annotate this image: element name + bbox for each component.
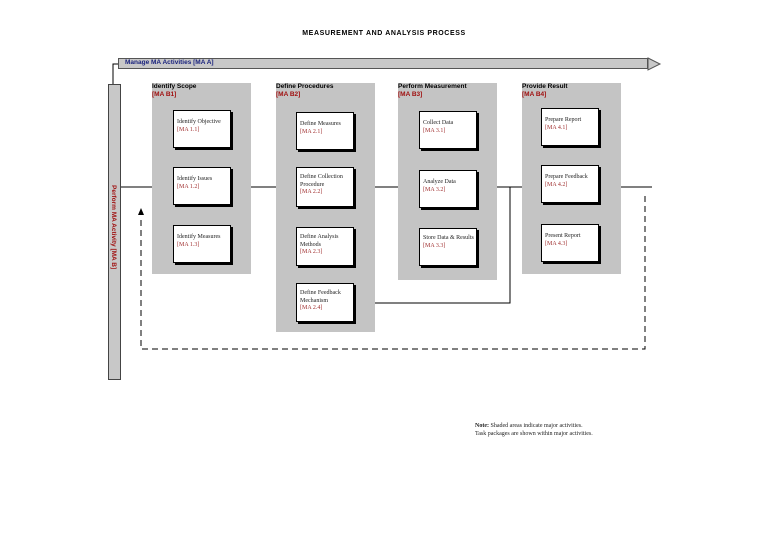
activity-name: Perform Measurement [398, 83, 467, 90]
note-line: Task packages are shown within major act… [475, 431, 593, 437]
task-box: Identify Objective[MA 1.1] [173, 110, 231, 148]
task-box: Collect Data[MA 3.1] [419, 111, 477, 149]
task-name: Identify Objective [177, 119, 221, 125]
feedback-line [353, 187, 511, 304]
manage-activities-bar: Manage MA Activities [MA A] [118, 58, 648, 69]
task-name: Define Feedback Mechanism [300, 290, 341, 304]
activity-name: Define Procedures [276, 83, 334, 90]
task-code: [MA 1.1] [177, 126, 200, 133]
task-name: Prepare Report [545, 117, 582, 123]
task-name: Collect Data [423, 120, 454, 126]
task-box: Analyze Data[MA 3.2] [419, 170, 477, 208]
activity-name: Identify Scope [152, 83, 197, 90]
task-code: [MA 2.4] [300, 305, 323, 311]
task-box: Prepare Report[MA 4.1] [541, 108, 599, 146]
activity-code: [MA B4] [522, 91, 547, 98]
legend-note: Note: Shaded areas indicate major activi… [475, 422, 593, 438]
task-name: Identify Measures [177, 234, 221, 240]
task-code: [MA 2.2] [300, 189, 323, 195]
task-code: [MA 2.3] [300, 249, 323, 255]
note-label: Note: [475, 423, 489, 429]
task-code: [MA 2.1] [300, 128, 323, 135]
task-box: Identify Issues[MA 1.2] [173, 167, 231, 205]
task-name: Define Analysis Methods [300, 234, 339, 248]
manage-arrow-head [647, 57, 662, 71]
task-name: Define Measures [300, 121, 341, 127]
activity-code: [MA B3] [398, 91, 423, 98]
task-box: Identify Measures[MA 1.3] [173, 225, 231, 263]
task-code: [MA 3.3] [423, 242, 446, 249]
task-box: Define Feedback Mechanism[MA 2.4] [296, 283, 354, 322]
perform-activity-bar: Perform MA Activity [MA B] [108, 84, 121, 380]
task-name: Identify Issues [177, 176, 213, 182]
task-box: Present Report[MA 4.3] [541, 224, 599, 262]
task-name: Store Data & Results [423, 235, 474, 241]
diagram-title: MEASUREMENT AND ANALYSIS PROCESS [302, 30, 466, 37]
task-box: Define Measures[MA 2.1] [296, 112, 354, 150]
task-name: Present Report [545, 233, 581, 239]
task-box: Prepare Feedback[MA 4.2] [541, 165, 599, 203]
task-name: Define Collection Procedure [300, 174, 343, 188]
task-name: Prepare Feedback [545, 174, 588, 180]
task-code: [MA 4.2] [545, 181, 568, 188]
activity-code: [MA B1] [152, 91, 177, 98]
task-code: [MA 3.2] [423, 186, 446, 193]
task-box: Store Data & Results[MA 3.3] [419, 228, 477, 266]
activity-name: Provide Result [522, 83, 568, 90]
iteration-loop [140, 193, 646, 350]
task-code: [MA 1.2] [177, 183, 200, 190]
task-box: Define Collection Procedure[MA 2.2] [296, 167, 354, 207]
task-code: [MA 4.3] [545, 240, 568, 247]
task-code: [MA 3.1] [423, 127, 446, 134]
task-box: Define Analysis Methods[MA 2.3] [296, 227, 354, 266]
task-code: [MA 1.3] [177, 241, 200, 248]
note-line: Shaded areas indicate major activities. [490, 423, 583, 429]
activity-code: [MA B2] [276, 91, 301, 98]
task-name: Analyze Data [423, 179, 456, 185]
manage-connector [112, 63, 118, 84]
loop-arrow-head [138, 208, 144, 215]
task-code: [MA 4.1] [545, 124, 568, 131]
